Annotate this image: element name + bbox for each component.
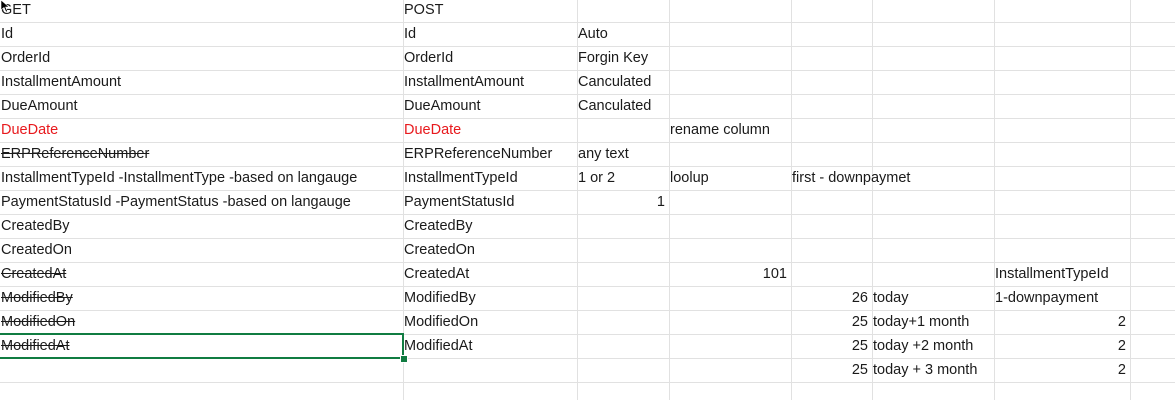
column-gridline bbox=[1130, 0, 1131, 400]
cell-r15-c1[interactable]: ModifiedAt bbox=[1, 338, 70, 354]
column-gridline bbox=[872, 0, 873, 400]
row-gridline bbox=[0, 310, 1175, 311]
cell-r4-c2[interactable]: InstallmentAmount bbox=[404, 74, 525, 90]
cell-r12-c7[interactable]: InstallmentTypeId bbox=[995, 266, 1109, 282]
cell-r7-c2[interactable]: ERPReferenceNumber bbox=[404, 146, 553, 162]
cell-r12-c2[interactable]: CreatedAt bbox=[404, 266, 470, 282]
cell-r12-c1[interactable]: CreatedAt bbox=[1, 266, 67, 282]
cell-r8-c5[interactable]: first - downpaymet bbox=[792, 170, 911, 186]
cell-r13-c2[interactable]: ModifiedBy bbox=[404, 290, 476, 306]
row-gridline bbox=[0, 214, 1175, 215]
cell-r13-c6[interactable]: today bbox=[873, 290, 909, 306]
cell-r12-c4[interactable]: 101 bbox=[762, 266, 787, 282]
cell-r14-c2[interactable]: ModifiedOn bbox=[404, 314, 479, 330]
cell-r16-c7[interactable]: 2 bbox=[1117, 362, 1126, 378]
column-gridline bbox=[403, 0, 404, 400]
row-gridline bbox=[0, 238, 1175, 239]
cell-r11-c1[interactable]: CreatedOn bbox=[1, 242, 72, 258]
row-gridline bbox=[0, 358, 1175, 359]
row-gridline bbox=[0, 22, 1175, 23]
row-gridline bbox=[0, 70, 1175, 71]
cell-r9-c2[interactable]: PaymentStatusId bbox=[404, 194, 515, 210]
cell-r5-c3[interactable]: Canculated bbox=[578, 98, 652, 114]
cell-r8-c3[interactable]: 1 or 2 bbox=[578, 170, 616, 186]
cell-r3-c3[interactable]: Forgin Key bbox=[578, 50, 649, 66]
cell-r3-c2[interactable]: OrderId bbox=[404, 50, 454, 66]
cell-r7-c1[interactable]: ERPReferenceNumber bbox=[1, 146, 150, 162]
cell-r14-c1[interactable]: ModifiedOn bbox=[1, 314, 76, 330]
cell-r8-c1[interactable]: InstallmentTypeId -InstallmentType -base… bbox=[1, 170, 358, 186]
cell-r15-c2[interactable]: ModifiedAt bbox=[404, 338, 473, 354]
cell-r16-c5[interactable]: 25 bbox=[851, 362, 868, 378]
row-gridline bbox=[0, 286, 1175, 287]
cell-r15-c7[interactable]: 2 bbox=[1117, 338, 1126, 354]
cell-r1-c1[interactable]: GET bbox=[1, 2, 31, 18]
cell-r14-c5[interactable]: 25 bbox=[851, 314, 868, 330]
cell-r2-c1[interactable]: Id bbox=[1, 26, 14, 42]
row-gridline bbox=[0, 94, 1175, 95]
cell-r3-c1[interactable]: OrderId bbox=[1, 50, 51, 66]
cell-r2-c3[interactable]: Auto bbox=[578, 26, 608, 42]
cell-r6-c4[interactable]: rename column bbox=[670, 122, 770, 138]
cell-r7-c3[interactable]: any text bbox=[578, 146, 629, 162]
cell-r15-c5[interactable]: 25 bbox=[851, 338, 868, 354]
cell-r5-c1[interactable]: DueAmount bbox=[1, 98, 78, 114]
fill-handle[interactable] bbox=[400, 355, 408, 363]
cell-r8-c2[interactable]: InstallmentTypeId bbox=[404, 170, 518, 186]
cell-r9-c3[interactable]: 1 bbox=[656, 194, 665, 210]
cell-r11-c2[interactable]: CreatedOn bbox=[404, 242, 475, 258]
column-gridline bbox=[577, 0, 578, 400]
row-gridline bbox=[0, 142, 1175, 143]
row-gridline bbox=[0, 382, 1175, 383]
cell-r13-c7[interactable]: 1-downpayment bbox=[995, 290, 1099, 306]
row-gridline bbox=[0, 262, 1175, 263]
cell-r6-c2[interactable]: DueDate bbox=[404, 122, 462, 138]
cell-r13-c1[interactable]: ModifiedBy bbox=[1, 290, 73, 306]
cell-r4-c1[interactable]: InstallmentAmount bbox=[1, 74, 122, 90]
cell-r16-c6[interactable]: today + 3 month bbox=[873, 362, 978, 378]
row-gridline bbox=[0, 334, 1175, 335]
cell-r10-c1[interactable]: CreatedBy bbox=[1, 218, 70, 234]
cell-r10-c2[interactable]: CreatedBy bbox=[404, 218, 473, 234]
cell-r5-c2[interactable]: DueAmount bbox=[404, 98, 481, 114]
cell-r1-c2[interactable]: POST bbox=[404, 2, 444, 18]
column-gridline bbox=[669, 0, 670, 400]
cell-r4-c3[interactable]: Canculated bbox=[578, 74, 652, 90]
cell-r2-c2[interactable]: Id bbox=[404, 26, 417, 42]
column-gridline bbox=[791, 0, 792, 400]
row-gridline bbox=[0, 166, 1175, 167]
cell-r14-c7[interactable]: 2 bbox=[1117, 314, 1126, 330]
cell-r13-c5[interactable]: 26 bbox=[851, 290, 868, 306]
active-cell-selection[interactable] bbox=[0, 333, 404, 359]
mouse-pointer-icon bbox=[0, 0, 10, 15]
cell-r15-c6[interactable]: today +2 month bbox=[873, 338, 974, 354]
cell-r8-c4[interactable]: loolup bbox=[670, 170, 709, 186]
row-gridline bbox=[0, 190, 1175, 191]
cell-r9-c1[interactable]: PaymentStatusId -PaymentStatus -based on… bbox=[1, 194, 351, 210]
cell-r14-c6[interactable]: today+1 month bbox=[873, 314, 970, 330]
cell-r6-c1[interactable]: DueDate bbox=[1, 122, 59, 138]
row-gridline bbox=[0, 46, 1175, 47]
row-gridline bbox=[0, 118, 1175, 119]
column-gridline bbox=[994, 0, 995, 400]
